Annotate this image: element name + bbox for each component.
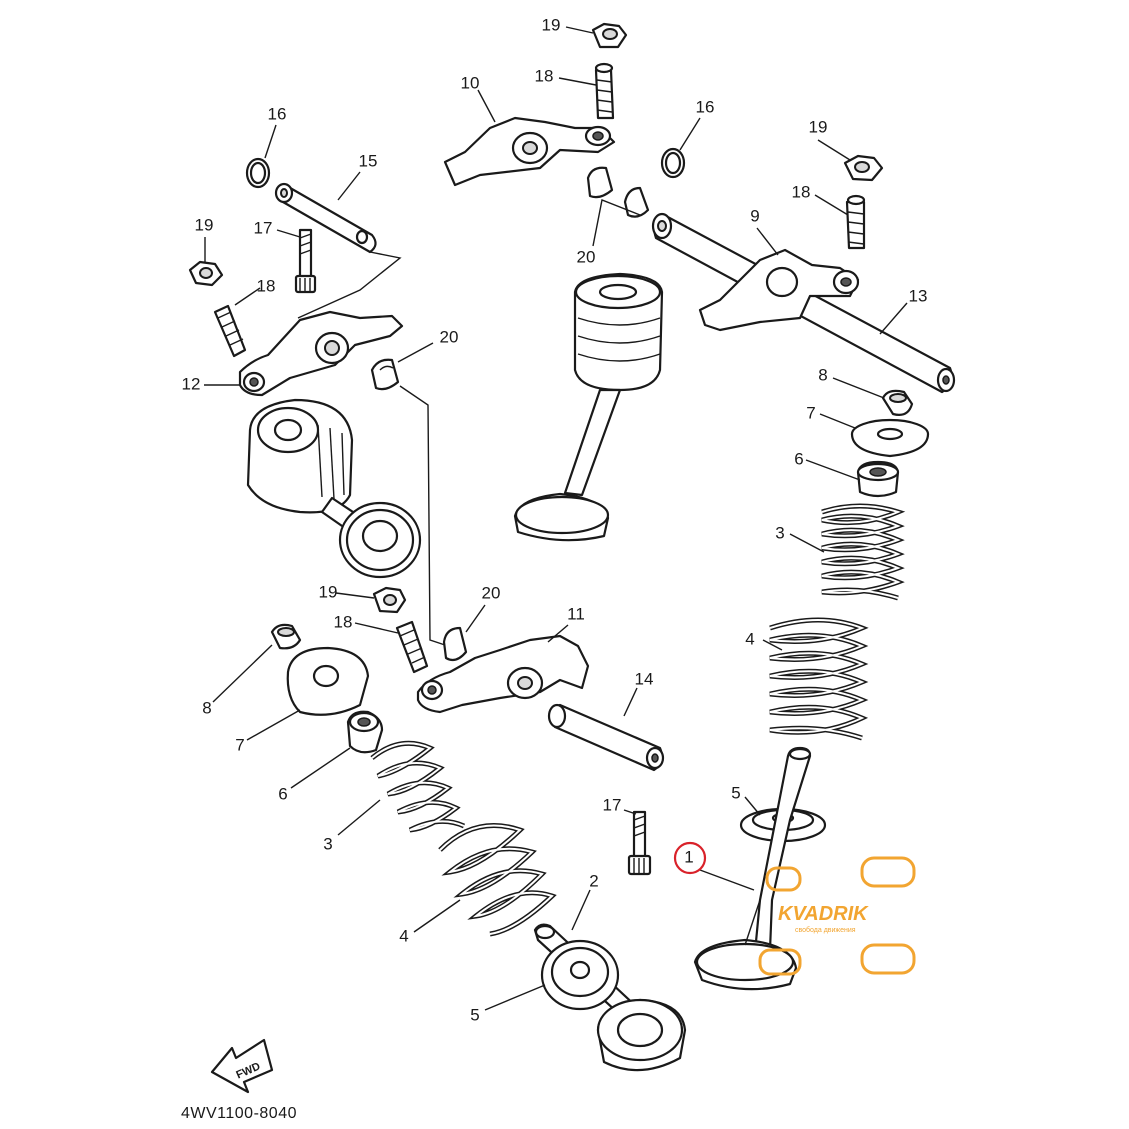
callout-4: 4 (745, 629, 754, 648)
callout-17: 17 (254, 218, 273, 237)
bolt-17-top (294, 228, 317, 294)
callout-6: 6 (278, 784, 287, 803)
callout-7: 7 (806, 403, 815, 422)
rocker-arm-10 (443, 116, 616, 187)
watermark-brand: KVADRIK (778, 903, 869, 925)
valve-lifter-left (246, 398, 422, 579)
leader-lines (204, 26, 908, 1011)
outer-spring-4-left (438, 823, 557, 937)
callout-18: 18 (257, 276, 276, 295)
callout-6: 6 (794, 449, 803, 468)
callout-20: 20 (482, 583, 501, 602)
callout-5: 5 (731, 783, 740, 802)
adjuster-18-top (594, 62, 615, 120)
spring-seat-5-left (540, 939, 620, 1011)
o-ring-16-left (245, 157, 271, 189)
callout-3: 3 (775, 523, 784, 542)
callout-4: 4 (399, 926, 408, 945)
adjuster-18-lower (395, 620, 429, 674)
callout-16: 16 (696, 97, 715, 116)
callout-17: 17 (603, 795, 622, 814)
shim-20-left (370, 358, 400, 391)
callout-8: 8 (202, 698, 211, 717)
callout-13: 13 (909, 286, 928, 305)
inner-spring-3-left (370, 740, 466, 833)
callout-11: 11 (567, 604, 585, 623)
callout-20: 20 (577, 247, 596, 266)
rocker-shaft-15 (274, 182, 377, 254)
nut-19-left (188, 260, 224, 287)
nut-19-lower (372, 586, 407, 614)
adjuster-18-right (845, 194, 866, 250)
part-code: 4WV1100-8040 (181, 1105, 297, 1122)
o-ring-16-right (660, 147, 686, 179)
rocker-shaft-14 (547, 703, 665, 772)
bolt-17-bottom (627, 810, 652, 876)
callout-18: 18 (334, 612, 353, 631)
callout-16: 16 (268, 104, 287, 123)
shim-20-top-a (586, 166, 614, 199)
callout-19: 19 (195, 215, 214, 234)
callout-20: 20 (440, 327, 459, 346)
spring-retainer-7-left (286, 646, 370, 716)
callout-14: 14 (635, 669, 654, 688)
spring-retainer-7-right (850, 418, 930, 458)
callout-15: 15 (359, 151, 378, 170)
callout-3: 3 (323, 834, 332, 853)
callout-1: 1 (684, 847, 693, 866)
rocker-arm-9 (698, 248, 860, 332)
valve-lifter-center (513, 272, 664, 542)
rocker-arm-12 (238, 310, 404, 397)
callout-19: 19 (809, 117, 828, 136)
valve-cotter-8-left (270, 623, 302, 650)
callout-9: 9 (750, 206, 759, 225)
nut-19-right (843, 154, 884, 182)
callout-5: 5 (470, 1005, 479, 1024)
callout-labels: 19 18 10 16 15 19 17 18 12 20 20 16 9 19… (182, 15, 928, 1024)
callout-2: 2 (589, 871, 598, 890)
fwd-arrow: FWD (210, 1038, 274, 1094)
adjuster-18-left (213, 304, 247, 358)
nut-19-top (591, 22, 628, 49)
rocker-arm-11 (416, 634, 590, 714)
callout-19: 19 (319, 582, 338, 601)
callout-12: 12 (182, 374, 201, 393)
watermark-tagline: свобода движения (795, 926, 856, 934)
callout-18: 18 (792, 182, 811, 201)
callout-18: 18 (535, 66, 554, 85)
kvadrik-watermark: KVADRIK свобода движения (758, 856, 916, 976)
highlight-circle (673, 841, 707, 875)
intake-valve-1 (693, 746, 812, 991)
shim-20-lower (442, 626, 468, 662)
callout-19: 19 (542, 15, 561, 34)
inner-spring-3-right (821, 503, 906, 601)
callout-10: 10 (461, 73, 480, 92)
shim-20-top-b (623, 186, 650, 218)
callout-8: 8 (818, 365, 827, 384)
valve-stem-seal-6-left (346, 710, 384, 754)
outer-spring-4-right (769, 617, 869, 741)
valve-cotter-8-right (881, 389, 914, 416)
valve-stem-seal-6-right (856, 460, 900, 498)
callout-7: 7 (235, 735, 244, 754)
